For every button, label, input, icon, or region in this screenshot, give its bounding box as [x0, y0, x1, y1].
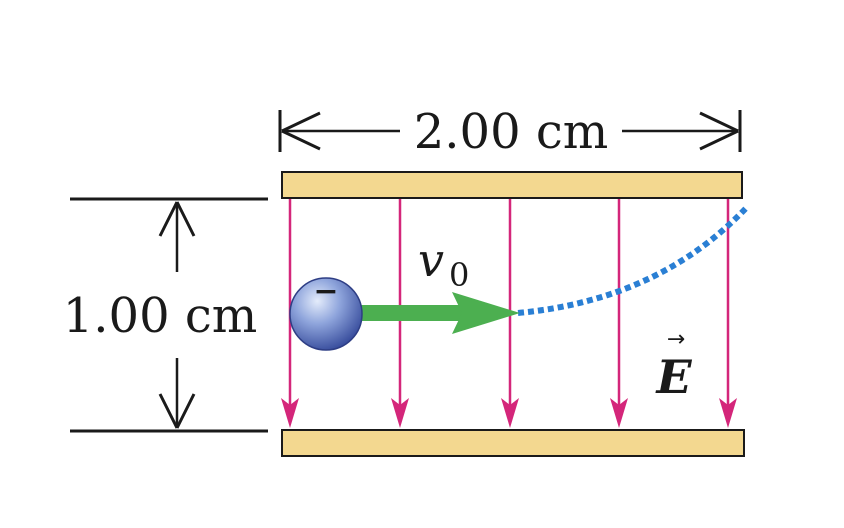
- electron-body: [289, 277, 363, 351]
- width-arrowhead-left: [281, 111, 321, 151]
- electron-trajectory: [517, 203, 751, 316]
- width-label: 2.00 cm: [414, 104, 609, 160]
- field-lines: [281, 199, 737, 428]
- field-label: → E: [654, 327, 692, 404]
- field-line: [281, 199, 299, 428]
- height-arrowhead-bottom: [158, 393, 196, 429]
- field-vector-arrow: →: [667, 327, 685, 352]
- width-dimension: 2.00 cm: [278, 104, 742, 160]
- field-symbol: E: [654, 350, 692, 404]
- field-line: [391, 199, 409, 428]
- top-plate: [281, 171, 743, 199]
- velocity-arrow: [360, 292, 520, 334]
- height-dimension: 1.00 cm: [63, 197, 268, 433]
- electron: −: [289, 274, 363, 351]
- charge-sign: −: [313, 274, 338, 309]
- bottom-plate: [281, 429, 745, 457]
- velocity-label: v 0: [418, 233, 469, 294]
- field-line: [610, 199, 628, 428]
- height-arrowhead-top: [158, 201, 196, 237]
- field-line: [719, 199, 737, 428]
- width-arrowhead-right: [699, 111, 739, 151]
- velocity-symbol: v: [418, 233, 444, 287]
- height-label: 1.00 cm: [63, 288, 258, 344]
- velocity-subscript: 0: [449, 256, 469, 294]
- field-line: [501, 199, 519, 428]
